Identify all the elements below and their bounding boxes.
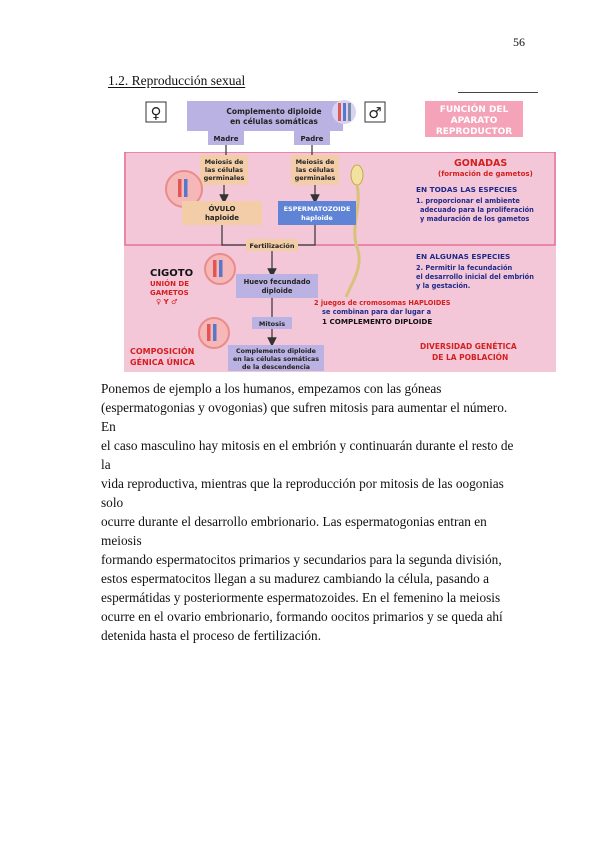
meiosis-right-line-3: germinales xyxy=(295,174,336,182)
meiosis-right-box xyxy=(291,155,339,185)
funcion-title-line-2: APARATO xyxy=(451,116,498,126)
top-box-line-1: Complemento diploide xyxy=(226,107,321,116)
funcion-title-line-1: FUNCIÓN DEL xyxy=(440,103,509,115)
cigoto-sub-3: ♀ Y ♂ xyxy=(156,298,177,306)
male-symbol: ♂ xyxy=(368,104,381,122)
fertilizacion-box xyxy=(246,239,298,251)
body-line: Ponemos de ejemplo a los humanos, empeza… xyxy=(101,381,442,396)
meiosis-left-line-1: Meiosis de xyxy=(205,158,244,166)
body-line: ocurre en el ovario embrionario, formand… xyxy=(101,609,503,624)
sperm-icon xyxy=(344,164,364,298)
algunas-especies-title: EN ALGUNAS ESPECIES xyxy=(416,252,510,261)
haploides-line-1: 2 juegos de cromosomas HAPLOIDES xyxy=(314,299,451,307)
meiosis-left-box xyxy=(200,155,248,185)
ovulo-label: ÓVULO xyxy=(208,204,235,213)
composicion-line-1: COMPOSICIÓN xyxy=(130,345,194,356)
espermatozoide-label: ESPERMATOZOIDE xyxy=(284,205,351,213)
padre-label: Padre xyxy=(301,135,324,143)
algunas-especies-line-3: y la gestación. xyxy=(416,282,470,290)
gonadas-subtitle: (formación de gametos) xyxy=(438,170,533,178)
cigoto-sub-1: UNIÓN DE xyxy=(150,279,189,288)
zygote-icon xyxy=(204,253,236,285)
complemento-final-line-3: de la descendencia xyxy=(242,364,310,371)
cigoto-title: CIGOTO xyxy=(150,268,193,279)
gonadas-title: GONADAS xyxy=(454,158,507,169)
body-line: vida reproductiva, mientras que la repro… xyxy=(101,476,504,510)
male-symbol-box xyxy=(364,101,386,123)
huevo-sub: diploide xyxy=(262,287,293,295)
descendant-cell-icon xyxy=(198,317,230,349)
haploides-line-3: 1 COMPLEMENTO DIPLOIDE xyxy=(322,317,432,326)
cigoto-sub-2: GAMETOS xyxy=(150,289,189,297)
todas-especies-line-2: adecuado para la proliferación xyxy=(420,206,534,214)
meiosis-right-line-1: Meiosis de xyxy=(296,158,335,166)
diversidad-line-2: DE LA POBLACIÓN xyxy=(432,353,508,362)
ovulo-sub: haploide xyxy=(205,214,239,222)
funcion-title-line-3: REPRODUCTOR xyxy=(436,127,512,137)
huevo-box xyxy=(236,274,318,298)
body-line: espermátidas y posteriormente espermatoz… xyxy=(101,590,501,605)
complemento-final-box xyxy=(228,345,324,371)
female-symbol: ♀ xyxy=(151,104,162,122)
body-line: el caso masculino hay mitosis en el embr… xyxy=(101,438,514,472)
mitosis-label: Mitosis xyxy=(259,320,285,328)
body-line: estos espermatocitos llegan a su madurez… xyxy=(101,571,490,586)
funcion-title-box xyxy=(425,101,523,137)
female-symbol-box xyxy=(145,101,167,123)
body-line: (espermatogonias y ovogonias) que sufren… xyxy=(101,400,508,434)
chromosome-icon xyxy=(332,100,356,124)
todas-especies-title: EN TODAS LAS ESPECIES xyxy=(416,185,517,194)
algunas-especies-line-1: 2. Permitir la fecundación xyxy=(416,264,513,272)
complemento-final-line-2: en las células somáticas xyxy=(233,355,319,363)
header-rule xyxy=(458,92,538,93)
body-line: formando espermatocitos primarios y secu… xyxy=(101,552,502,567)
egg-cell-icon xyxy=(165,170,203,208)
top-box-line-2: en células somáticas xyxy=(230,117,318,126)
diversidad-line-1: DIVERSIDAD GENÉTICA xyxy=(420,342,517,351)
haploides-line-2: se combinan para dar lugar a xyxy=(322,308,431,316)
fertilizacion-label: Fertilización xyxy=(250,242,295,250)
meiosis-left-line-3: germinales xyxy=(204,174,245,182)
top-diploid-box xyxy=(187,101,343,131)
complemento-final-line-1: Complemento diploide xyxy=(236,348,316,355)
espermatozoide-sub: haploide xyxy=(301,214,333,222)
espermatozoide-box xyxy=(278,201,356,225)
composicion-line-2: GÉNICA ÚNICA xyxy=(130,356,196,367)
todas-especies-line-3: y maduración de los gametos xyxy=(420,215,529,223)
body-paragraph: Ponemos de ejemplo a los humanos, empeza… xyxy=(101,379,521,645)
meiosis-left-line-2: las células xyxy=(205,166,243,174)
page-number: 56 xyxy=(513,35,525,49)
body-line: detenida hasta el proceso de fertilizaci… xyxy=(101,628,322,643)
madre-label: Madre xyxy=(214,135,239,143)
todas-especies-line-1: 1. proporcionar el ambiente xyxy=(416,197,520,205)
ovulo-box xyxy=(182,201,262,225)
huevo-label: Huevo fecundado xyxy=(244,278,311,286)
section-heading: 1.2. Reproducción sexual xyxy=(108,73,246,88)
reproduction-figure: ♀ ♂ Complemento diploide en células somá… xyxy=(124,97,556,372)
meiosis-right-line-2: las células xyxy=(296,166,334,174)
madre-box xyxy=(208,131,244,145)
padre-box xyxy=(294,131,330,145)
reproduction-diagram: ♀ ♂ Complemento diploide en células somá… xyxy=(124,97,556,372)
algunas-especies-line-2: el desarrollo inicial del embrión xyxy=(416,273,534,281)
mitosis-box xyxy=(252,317,292,329)
body-line: ocurre durante el desarrollo embrionario… xyxy=(101,514,487,548)
